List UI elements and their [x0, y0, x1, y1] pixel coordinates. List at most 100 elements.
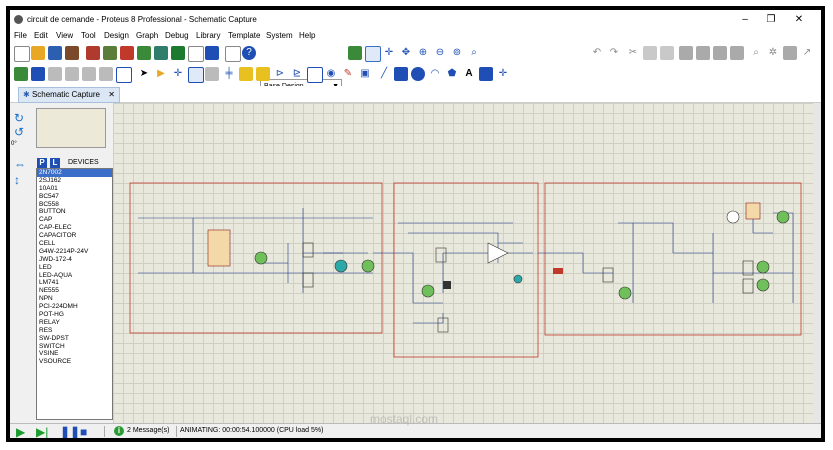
wire-autorouter-icon[interactable]	[14, 67, 28, 81]
circle-icon[interactable]	[411, 67, 425, 81]
device-list-item[interactable]: POT-HG	[39, 311, 64, 319]
packaging-icon[interactable]	[783, 46, 797, 60]
exit-to-parent-icon[interactable]	[99, 67, 113, 81]
vertical-scrollbar[interactable]	[813, 103, 821, 423]
menu-view[interactable]: View	[56, 31, 74, 40]
mirror-vertical-icon[interactable]: ↕	[14, 173, 20, 187]
rotate-clockwise-icon[interactable]: ↻	[14, 111, 25, 125]
device-list-item[interactable]: NE555	[39, 287, 59, 295]
box-icon[interactable]	[394, 67, 408, 81]
menu-edit[interactable]: Edit	[34, 31, 48, 40]
minimize-button[interactable]: –	[742, 14, 748, 25]
symbol-icon[interactable]	[479, 67, 493, 81]
pick-device-icon[interactable]: ⌕	[753, 47, 759, 58]
make-device-icon[interactable]: ✲	[768, 47, 778, 58]
mirror-horizontal-icon[interactable]: ⇔	[14, 157, 26, 171]
pick-devices-button[interactable]: P	[37, 158, 47, 168]
device-list-item[interactable]: JWD-172-4	[39, 255, 72, 263]
close-button[interactable]: ✕	[794, 14, 804, 25]
device-list-item[interactable]: RES	[39, 326, 53, 334]
paste-icon[interactable]	[660, 46, 674, 60]
device-list-item[interactable]: SWITCH	[39, 342, 65, 350]
virtual-instruments-icon[interactable]: ▣	[360, 68, 370, 79]
menu-debug[interactable]: Debug	[165, 31, 189, 40]
device-list-item[interactable]: CELL	[39, 240, 56, 248]
device-list-item[interactable]: BC547	[39, 192, 59, 200]
device-list-item[interactable]: BC558	[39, 200, 59, 208]
tab-schematic-capture[interactable]: ✱ Schematic Capture ✕	[18, 87, 120, 103]
menu-design[interactable]: Design	[104, 31, 129, 40]
menu-tool[interactable]: Tool	[81, 31, 96, 40]
bom-icon[interactable]	[171, 46, 185, 60]
new-sheet-icon[interactable]	[65, 67, 79, 81]
component-mode-icon[interactable]: ▶	[157, 68, 165, 79]
block-rotate-icon[interactable]	[713, 46, 727, 60]
schematic-canvas[interactable]	[113, 103, 813, 423]
device-list-item[interactable]: RELAY	[39, 318, 60, 326]
device-pins-icon[interactable]: ⊳	[275, 68, 285, 79]
device-list-item[interactable]: 10A01	[39, 184, 58, 192]
device-list-item[interactable]: CAP	[39, 216, 53, 224]
device-list-item[interactable]: BUTTON	[39, 208, 66, 216]
save-icon[interactable]	[48, 46, 62, 60]
block-move-icon[interactable]	[696, 46, 710, 60]
property-assign-icon[interactable]	[48, 67, 62, 81]
junction-dot-icon[interactable]: ✛	[173, 68, 183, 79]
device-list-item[interactable]: VSOURCE	[39, 358, 72, 366]
play-button[interactable]: ▶	[16, 425, 26, 438]
line-icon[interactable]: ╱	[380, 68, 388, 79]
stop-button[interactable]: ■	[80, 425, 88, 438]
device-list-item[interactable]: LM741	[39, 279, 59, 287]
search-tag-icon[interactable]	[31, 67, 45, 81]
step-button[interactable]: ▶|	[36, 425, 49, 438]
netlist-icon[interactable]	[116, 67, 132, 83]
page-icon[interactable]	[225, 46, 241, 62]
device-list-item[interactable]: CAPACITOR	[39, 232, 77, 240]
help-icon[interactable]: ?	[242, 46, 256, 60]
new-file-icon[interactable]	[14, 46, 30, 62]
origin-icon[interactable]: ✛	[384, 47, 394, 58]
menu-graph[interactable]: Graph	[136, 31, 159, 40]
pcb-layout-icon[interactable]	[120, 46, 134, 60]
device-list-item[interactable]: PCI-224DMH	[39, 303, 78, 311]
refresh-icon[interactable]	[348, 46, 362, 60]
graph-mode-icon[interactable]: ⊵	[292, 68, 302, 79]
marker-icon[interactable]: ✛	[498, 68, 508, 79]
text-icon[interactable]: A	[465, 68, 473, 79]
code-icon[interactable]	[205, 46, 219, 60]
remove-sheet-icon[interactable]	[82, 67, 96, 81]
subcircuit-icon[interactable]	[239, 67, 253, 81]
pause-button[interactable]: ❚❚	[60, 425, 81, 438]
device-list-item[interactable]: SW-DPST	[39, 334, 69, 342]
selection-mode-icon[interactable]: ➤	[139, 68, 149, 79]
arc-icon[interactable]: ◠	[430, 68, 440, 79]
open-folder-icon[interactable]	[31, 46, 45, 60]
menu-library[interactable]: Library	[196, 31, 221, 40]
maximize-button[interactable]: ❐	[766, 14, 776, 25]
device-list-item[interactable]: LED	[39, 263, 52, 271]
menu-template[interactable]: Template	[228, 31, 261, 40]
device-list-item[interactable]: VSINE	[39, 350, 59, 358]
device-list-item[interactable]: 2SJ162	[39, 176, 62, 184]
import-icon[interactable]	[65, 46, 79, 60]
copy-icon[interactable]	[643, 46, 657, 60]
menu-file[interactable]: File	[14, 31, 27, 40]
device-list-item[interactable]: G4W-2214P-24V	[39, 247, 89, 255]
dollar-icon[interactable]	[188, 46, 204, 62]
bus-icon[interactable]: ╪	[225, 68, 233, 79]
gerber-icon[interactable]	[137, 46, 151, 60]
voltage-probe-icon[interactable]: ✎	[343, 68, 353, 79]
path-icon[interactable]: ⬟	[447, 68, 457, 79]
home-icon[interactable]	[86, 46, 100, 60]
zoom-out-icon[interactable]: ⊖	[435, 47, 445, 58]
grid-icon[interactable]	[365, 46, 381, 62]
overview-preview[interactable]	[36, 108, 106, 148]
tape-recorder-icon[interactable]	[307, 67, 323, 83]
block-copy-icon[interactable]	[679, 46, 693, 60]
messages-count[interactable]: 2 Message(s)	[127, 427, 170, 434]
redo-icon[interactable]: ↷	[609, 47, 619, 58]
menu-system[interactable]: System	[266, 31, 293, 40]
zoom-in-icon[interactable]: ⊕	[418, 47, 428, 58]
menu-help[interactable]: Help	[299, 31, 316, 40]
